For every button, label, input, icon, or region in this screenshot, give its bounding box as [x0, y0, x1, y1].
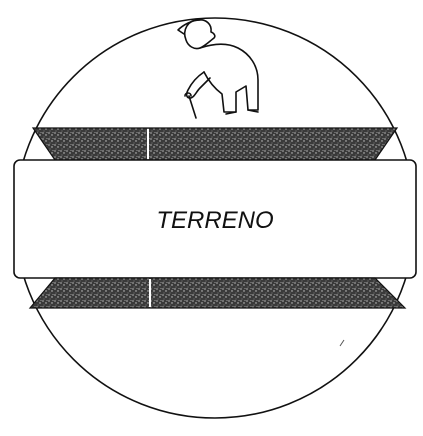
upper-shaded-wedge [33, 128, 397, 160]
band-label: TERRENO [156, 207, 273, 234]
lower-shaded-wedge [30, 278, 405, 308]
